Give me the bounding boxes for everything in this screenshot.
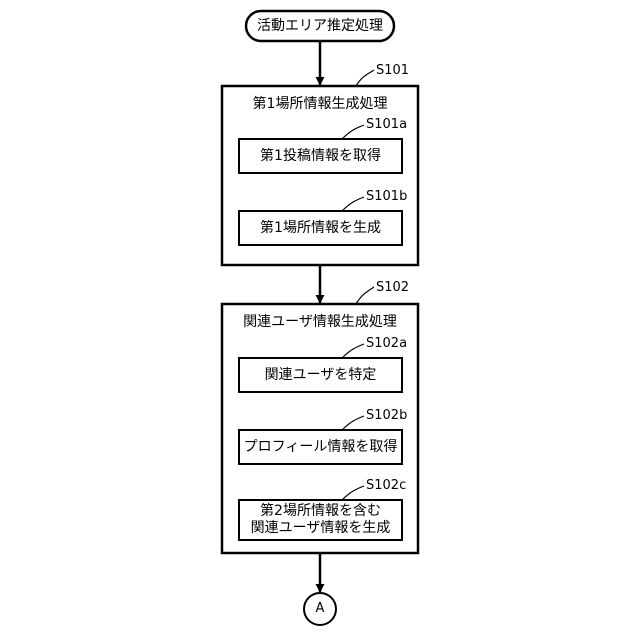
substep-s102a-label: 関連ユーザを特定 [239, 366, 402, 384]
step-s102-id: S102 [376, 280, 409, 295]
substep-s101b-id: S101b [366, 189, 407, 204]
substep-s101b-label: 第1場所情報を生成 [239, 219, 402, 237]
step-s102-title: 関連ユーザ情報生成処理 [222, 313, 418, 331]
step-s101-id: S101 [376, 63, 409, 78]
substep-s102b-id: S102b [366, 408, 407, 423]
step-s101-leader [356, 70, 374, 86]
step-s101-title: 第1場所情報生成処理 [222, 95, 418, 113]
substep-s101a-label: 第1投稿情報を取得 [239, 147, 402, 165]
substep-s102c-label-line1: 第2場所情報を含む [239, 503, 402, 520]
connector-label: A [304, 601, 336, 617]
substep-s102a-id: S102a [366, 336, 407, 351]
substep-s102c-id: S102c [366, 478, 406, 493]
substep-s102b-label: プロフィール情報を取得 [239, 438, 402, 456]
substep-s102c-label-line2: 関連ユーザ情報を生成 [239, 520, 402, 537]
start-label: 活動エリア推定処理 [246, 17, 394, 35]
step-s102-leader [356, 287, 374, 304]
substep-s101a-id: S101a [366, 117, 407, 132]
